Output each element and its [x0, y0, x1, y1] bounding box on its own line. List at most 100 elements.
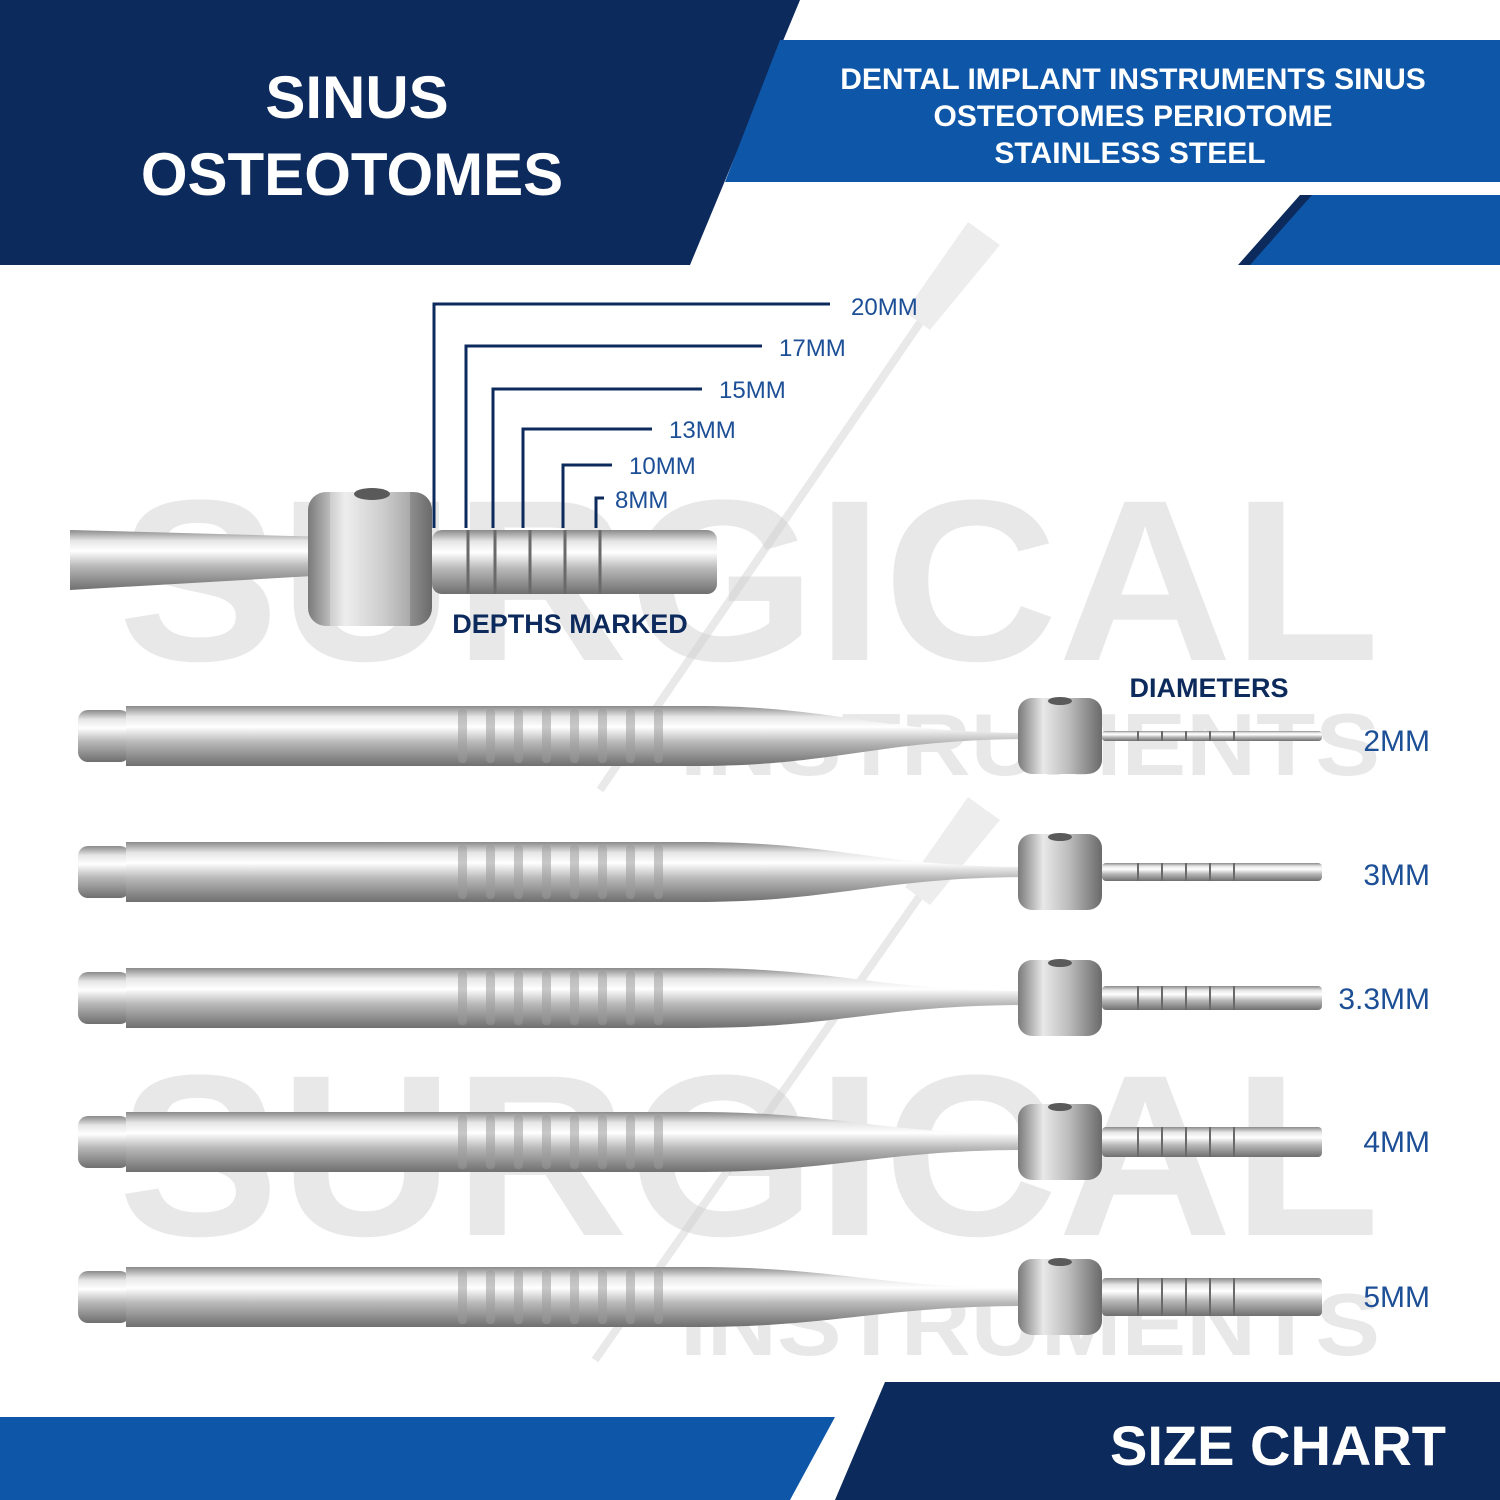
depth-stop-collar	[1018, 1259, 1102, 1335]
grip-groove	[654, 845, 663, 899]
osteotome-instrument	[78, 959, 1322, 1036]
watermark-word-top: SURGICAL	[118, 452, 1380, 709]
grip-groove	[514, 845, 523, 899]
grip-groove	[598, 1115, 607, 1169]
grip-groove	[598, 971, 607, 1025]
subtitle-line3: STAINLESS STEEL	[994, 137, 1265, 170]
diameter-labels: 2MM 3MM 3.3MM 4MM 5MM	[1338, 725, 1430, 1314]
grip-groove	[458, 1115, 467, 1169]
grip-groove	[654, 709, 663, 763]
scalpel-watermark-icon	[596, 222, 1000, 793]
size-chart-label: SIZE CHART	[1110, 1414, 1446, 1477]
header-accent-tab	[1248, 195, 1500, 265]
instrument-list	[78, 697, 1322, 1335]
collar-screw-icon	[354, 488, 390, 500]
depths-marked-caption: DEPTHS MARKED	[452, 609, 688, 639]
depth-stop-collar	[1018, 834, 1102, 910]
grip-groove	[626, 1270, 635, 1324]
instrument-neck	[696, 706, 1030, 766]
collar-highlight	[330, 492, 410, 626]
grip-groove	[486, 709, 495, 763]
handle-end-cap	[78, 710, 130, 762]
grip-groove	[570, 709, 579, 763]
footer-banner: SIZE CHART	[0, 1382, 1500, 1500]
osteotome-instrument	[78, 697, 1322, 774]
depth-stop-collar	[1018, 698, 1102, 774]
collar-screw-icon	[1048, 1258, 1072, 1266]
grip-groove	[514, 709, 523, 763]
grip-groove	[458, 845, 467, 899]
grip-groove	[570, 1115, 579, 1169]
grip-groove	[542, 845, 551, 899]
osteotome-tip-detail	[432, 530, 717, 594]
diameters-caption: DIAMETERS	[1129, 673, 1288, 703]
diameter-label: 3MM	[1363, 859, 1430, 892]
instrument-neck	[696, 1112, 1030, 1172]
handle-end-cap	[78, 1116, 130, 1168]
collar-screw-icon	[1048, 959, 1072, 967]
instrument-neck	[696, 1267, 1030, 1327]
header-banner: SINUS OSTEOTOMES DENTAL IMPLANT INSTRUME…	[0, 0, 1500, 265]
grip-groove	[458, 709, 467, 763]
grip-groove	[598, 845, 607, 899]
collar-screw-icon	[1048, 833, 1072, 841]
osteotome-tip	[1102, 986, 1322, 1010]
handle-end-cap	[78, 1271, 130, 1323]
collar-screw-icon	[1048, 697, 1072, 705]
instrument-handle	[126, 968, 696, 1028]
grip-groove	[458, 1270, 467, 1324]
grip-groove	[458, 971, 467, 1025]
grip-groove	[598, 1270, 607, 1324]
instrument-neck	[696, 842, 1030, 902]
osteotome-tip	[1102, 1127, 1322, 1157]
subtitle-line2: OSTEOTOMES PERIOTOME	[934, 100, 1333, 133]
handle-end-cap	[78, 846, 130, 898]
diameter-label: 5MM	[1363, 1281, 1430, 1314]
depth-leader-lines	[432, 302, 830, 528]
grip-groove	[542, 709, 551, 763]
grip-groove	[570, 1270, 579, 1324]
header-navy-panel	[0, 0, 800, 265]
subtitle-line1: DENTAL IMPLANT INSTRUMENTS SINUS	[840, 63, 1426, 96]
depth-label-13mm: 13MM	[669, 417, 736, 444]
grip-groove	[598, 709, 607, 763]
handle-end-cap	[78, 972, 130, 1024]
collar-screw-icon	[1048, 1103, 1072, 1111]
grip-groove	[514, 1115, 523, 1169]
grip-groove	[486, 845, 495, 899]
depth-stop-collar	[308, 492, 432, 626]
instrument-neck	[696, 968, 1030, 1028]
header-accent-stripe	[1238, 195, 1312, 265]
depth-grooves	[466, 530, 602, 594]
depth-label-8mm: 8MM	[615, 487, 668, 514]
page-title-line1: SINUS	[265, 64, 448, 131]
grip-groove	[514, 971, 523, 1025]
grip-groove	[626, 1115, 635, 1169]
instrument-handle	[126, 842, 696, 902]
grip-groove	[626, 709, 635, 763]
osteotome-tip	[1102, 1278, 1322, 1316]
depth-stop-collar	[1018, 960, 1102, 1036]
grip-groove	[486, 1115, 495, 1169]
instrument-handle	[126, 1112, 696, 1172]
grip-groove	[486, 971, 495, 1025]
depth-label-10mm: 10MM	[629, 453, 696, 480]
grip-groove	[542, 971, 551, 1025]
osteotome-instrument	[78, 833, 1322, 910]
grip-groove	[626, 845, 635, 899]
grip-groove	[654, 1115, 663, 1169]
header-subtitle-panel	[725, 40, 1500, 182]
osteotome-tip	[1102, 863, 1322, 881]
grip-groove	[654, 971, 663, 1025]
grip-groove	[486, 1270, 495, 1324]
instrument-handle	[126, 706, 696, 766]
grip-groove	[626, 971, 635, 1025]
footer-navy-panel	[835, 1382, 1500, 1500]
depth-detail: 20MM 17MM 15MM 13MM 10MM 8MM DEPTHS MARK…	[70, 294, 918, 639]
grip-groove	[542, 1115, 551, 1169]
grip-groove	[654, 1270, 663, 1324]
grip-groove	[570, 971, 579, 1025]
depth-label-17mm: 17MM	[779, 335, 846, 362]
page-title-line2: OSTEOTOMES	[141, 141, 563, 208]
